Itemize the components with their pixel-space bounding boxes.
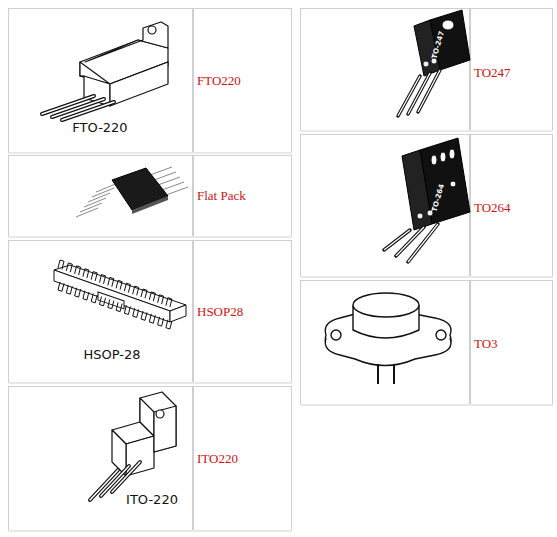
package-label: TO264 <box>474 200 511 216</box>
package-label: ITO220 <box>197 451 238 467</box>
package-name: ITO-220 <box>126 492 178 507</box>
package-name: HSOP-28 <box>83 347 140 362</box>
package-label: HSOP28 <box>197 304 243 320</box>
package-label: TO247 <box>474 65 511 81</box>
package-label: Flat Pack <box>197 188 246 204</box>
package-name: FTO-220 <box>72 120 127 135</box>
package-label: TO3 <box>474 336 498 352</box>
package-label: FTO220 <box>197 73 241 89</box>
